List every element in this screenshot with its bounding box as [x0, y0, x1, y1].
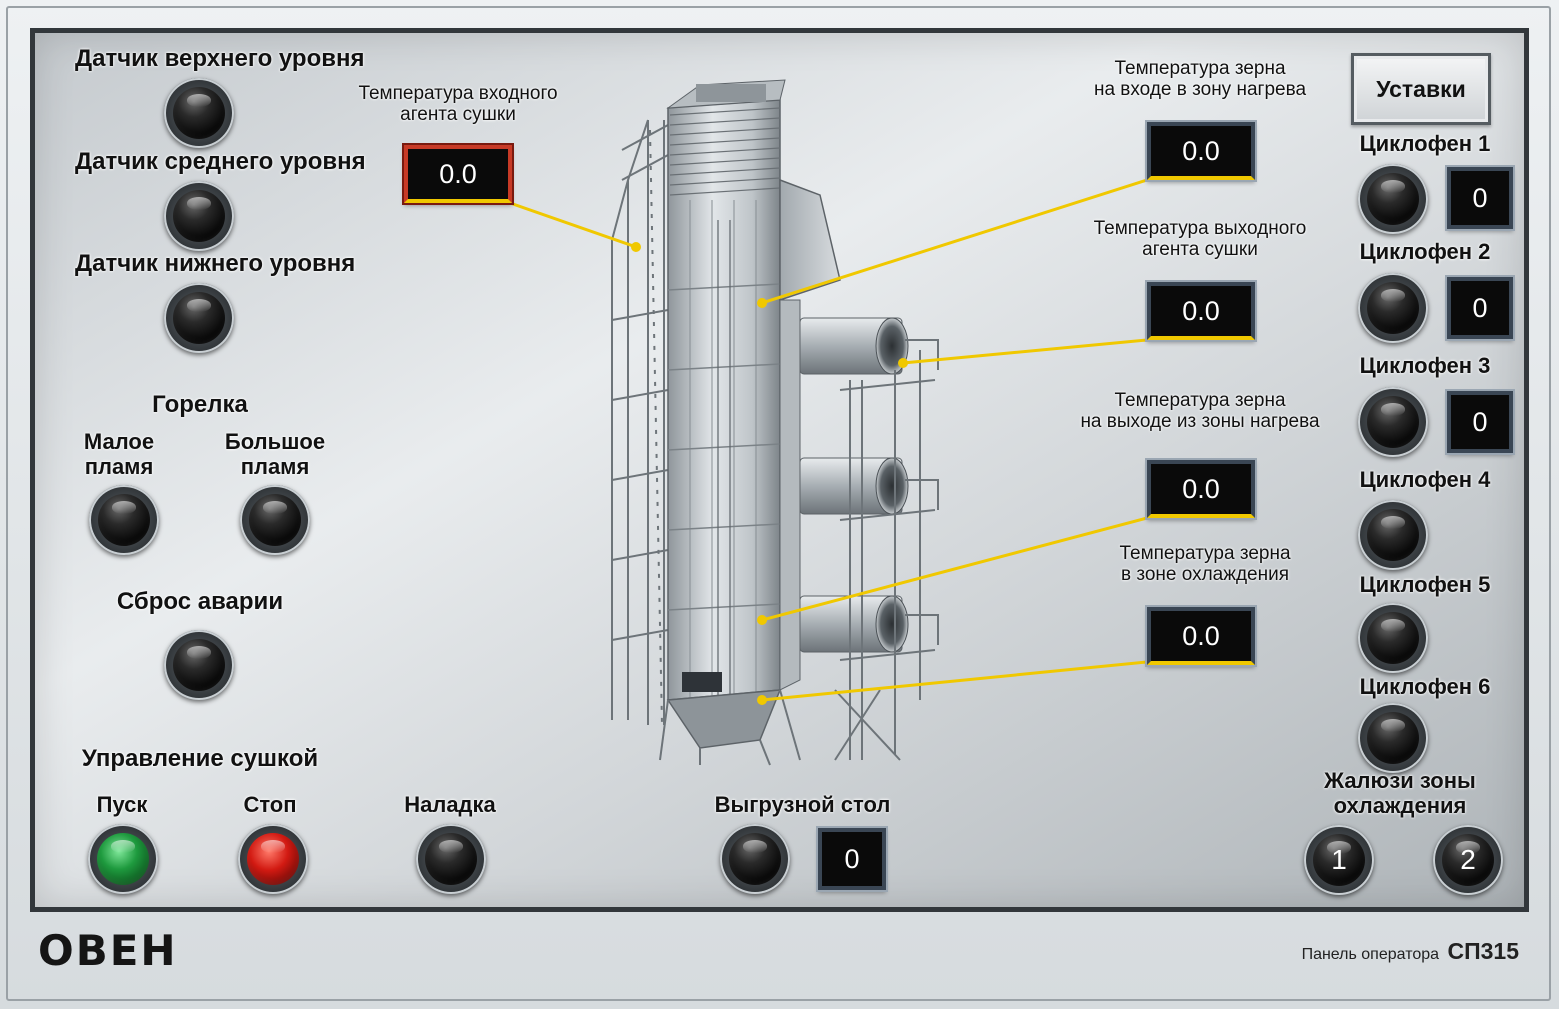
- middle-level-sensor-label: Датчик среднего уровня: [75, 148, 366, 175]
- cooling-louver-1-number: 1: [1331, 844, 1347, 875]
- unload-table-display: 0: [818, 828, 886, 890]
- bezel-edge: [6, 6, 1551, 1001]
- alarm-reset-button[interactable]: [164, 630, 234, 700]
- big-flame-indicator[interactable]: [240, 485, 310, 555]
- setup-label: Наладка: [404, 792, 496, 817]
- cyclofan-1-indicator[interactable]: [1358, 164, 1428, 234]
- inlet-agent-temp-label: Температура входного агента сушки: [358, 83, 558, 126]
- upper-level-sensor-label: Датчик верхнего уровня: [75, 45, 365, 72]
- setup-button[interactable]: [416, 824, 486, 894]
- panel-model-caption: Панель оператора СП315: [1302, 938, 1519, 965]
- cyclofan-1-label: Циклофен 1: [1359, 131, 1491, 156]
- cyclofan-4-indicator[interactable]: [1358, 500, 1428, 570]
- cyclofan-2-display: 0: [1447, 277, 1513, 339]
- tower-body: [666, 79, 841, 749]
- cyclofan-ducts: [799, 317, 909, 653]
- panel-prefix: Панель оператора: [1301, 946, 1440, 963]
- upper-level-sensor-indicator[interactable]: [164, 78, 234, 148]
- cyclofan-6-indicator[interactable]: [1358, 703, 1428, 773]
- grain-in-heat-temp-label: Температура зерна на входе в зону нагрев…: [1093, 58, 1307, 101]
- cooling-louver-2-button[interactable]: 2: [1433, 825, 1503, 895]
- cooling-louver-1-button[interactable]: 1: [1304, 825, 1374, 895]
- cyclofan-3-indicator[interactable]: [1358, 387, 1428, 457]
- middle-level-sensor-indicator[interactable]: [164, 181, 234, 251]
- alarm-reset-label: Сброс аварии: [116, 588, 284, 615]
- cyclofan-4-label: Циклофен 4: [1359, 467, 1491, 492]
- sensor-leader-lines: [406, 178, 1255, 702]
- cyclofan-6-label: Циклофен 6: [1359, 674, 1491, 699]
- grain-out-heat-temp-label: Температура зерна на выходе из зоны нагр…: [1080, 390, 1320, 433]
- grain-in-heat-temp-display: 0.0: [1147, 122, 1255, 180]
- grain-cool-temp-display: 0.0: [1147, 607, 1255, 665]
- small-flame-indicator[interactable]: [89, 485, 159, 555]
- outlet-agent-temp-label: Температура выходного агента сушки: [1093, 218, 1307, 261]
- grain-out-heat-temp-display: 0.0: [1147, 460, 1255, 518]
- lower-level-sensor-label: Датчик нижнего уровня: [75, 250, 356, 277]
- cooling-louvers-label: Жалюзи зоны охлаждения: [1324, 768, 1476, 818]
- settings-button[interactable]: Уставки: [1351, 53, 1491, 125]
- cyclofan-1-display: 0: [1447, 167, 1513, 229]
- small-flame-label: Малое пламя: [83, 429, 155, 479]
- oven-logo: ОВЕН: [38, 926, 178, 975]
- start-button[interactable]: [88, 824, 158, 894]
- unload-table-label: Выгрузной стол: [714, 792, 891, 817]
- cyclofan-5-label: Циклофен 5: [1359, 572, 1491, 597]
- cyclofan-3-label: Циклофен 3: [1359, 353, 1491, 378]
- panel-model: СП315: [1447, 938, 1519, 964]
- tower-legs: [611, 689, 801, 766]
- cyclofan-3-display: 0: [1447, 391, 1513, 453]
- grain-cool-temp-label: Температура зерна в зоне охлаждения: [1119, 543, 1291, 586]
- sensor-points: [631, 242, 908, 705]
- inlet-agent-temp-display: 0.0: [404, 145, 512, 203]
- cyclofan-5-indicator[interactable]: [1358, 603, 1428, 673]
- big-flame-label: Большое пламя: [224, 429, 326, 479]
- stop-button[interactable]: [238, 824, 308, 894]
- outlet-agent-temp-display: 0.0: [1147, 282, 1255, 340]
- start-label: Пуск: [96, 792, 148, 817]
- drying-control-title: Управление сушкой: [81, 745, 319, 772]
- cyclofan-2-indicator[interactable]: [1358, 273, 1428, 343]
- cooling-louver-2-number: 2: [1460, 844, 1476, 875]
- right-service-frame: [834, 339, 939, 761]
- left-stair-frame: [611, 119, 669, 726]
- unload-table-button[interactable]: [720, 824, 790, 894]
- lower-level-sensor-indicator[interactable]: [164, 283, 234, 353]
- cyclofan-2-label: Циклофен 2: [1359, 239, 1491, 264]
- stop-label: Стоп: [243, 792, 297, 817]
- burner-title: Горелка: [152, 391, 248, 418]
